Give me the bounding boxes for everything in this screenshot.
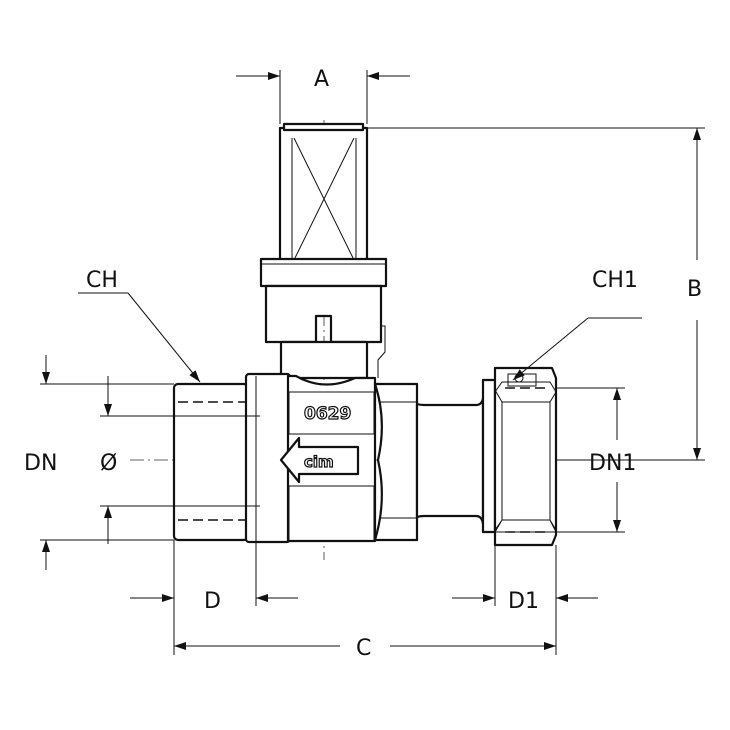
dim-label-diameter: Ø	[100, 451, 117, 476]
dim-label-dn: DN	[24, 451, 57, 476]
dimension-lines	[40, 70, 705, 655]
dim-label-ch: CH	[86, 268, 118, 293]
valve-body: 0629 cim	[279, 374, 485, 543]
dim-label-a: A	[314, 67, 329, 92]
dim-label-c: C	[356, 636, 371, 661]
dim-label-dn1: DN1	[589, 451, 636, 476]
dim-label-d: D	[204, 589, 221, 614]
valve-head	[259, 122, 388, 380]
dim-label-d1: D1	[508, 589, 539, 614]
dim-label-ch1: CH1	[592, 268, 638, 293]
dim-label-b: B	[687, 277, 702, 302]
flow-arrow	[279, 436, 360, 484]
union-nut	[481, 366, 558, 547]
body-code: 0629	[304, 404, 351, 424]
brand-mark: cim	[304, 453, 334, 471]
left-end-connection	[172, 382, 250, 542]
